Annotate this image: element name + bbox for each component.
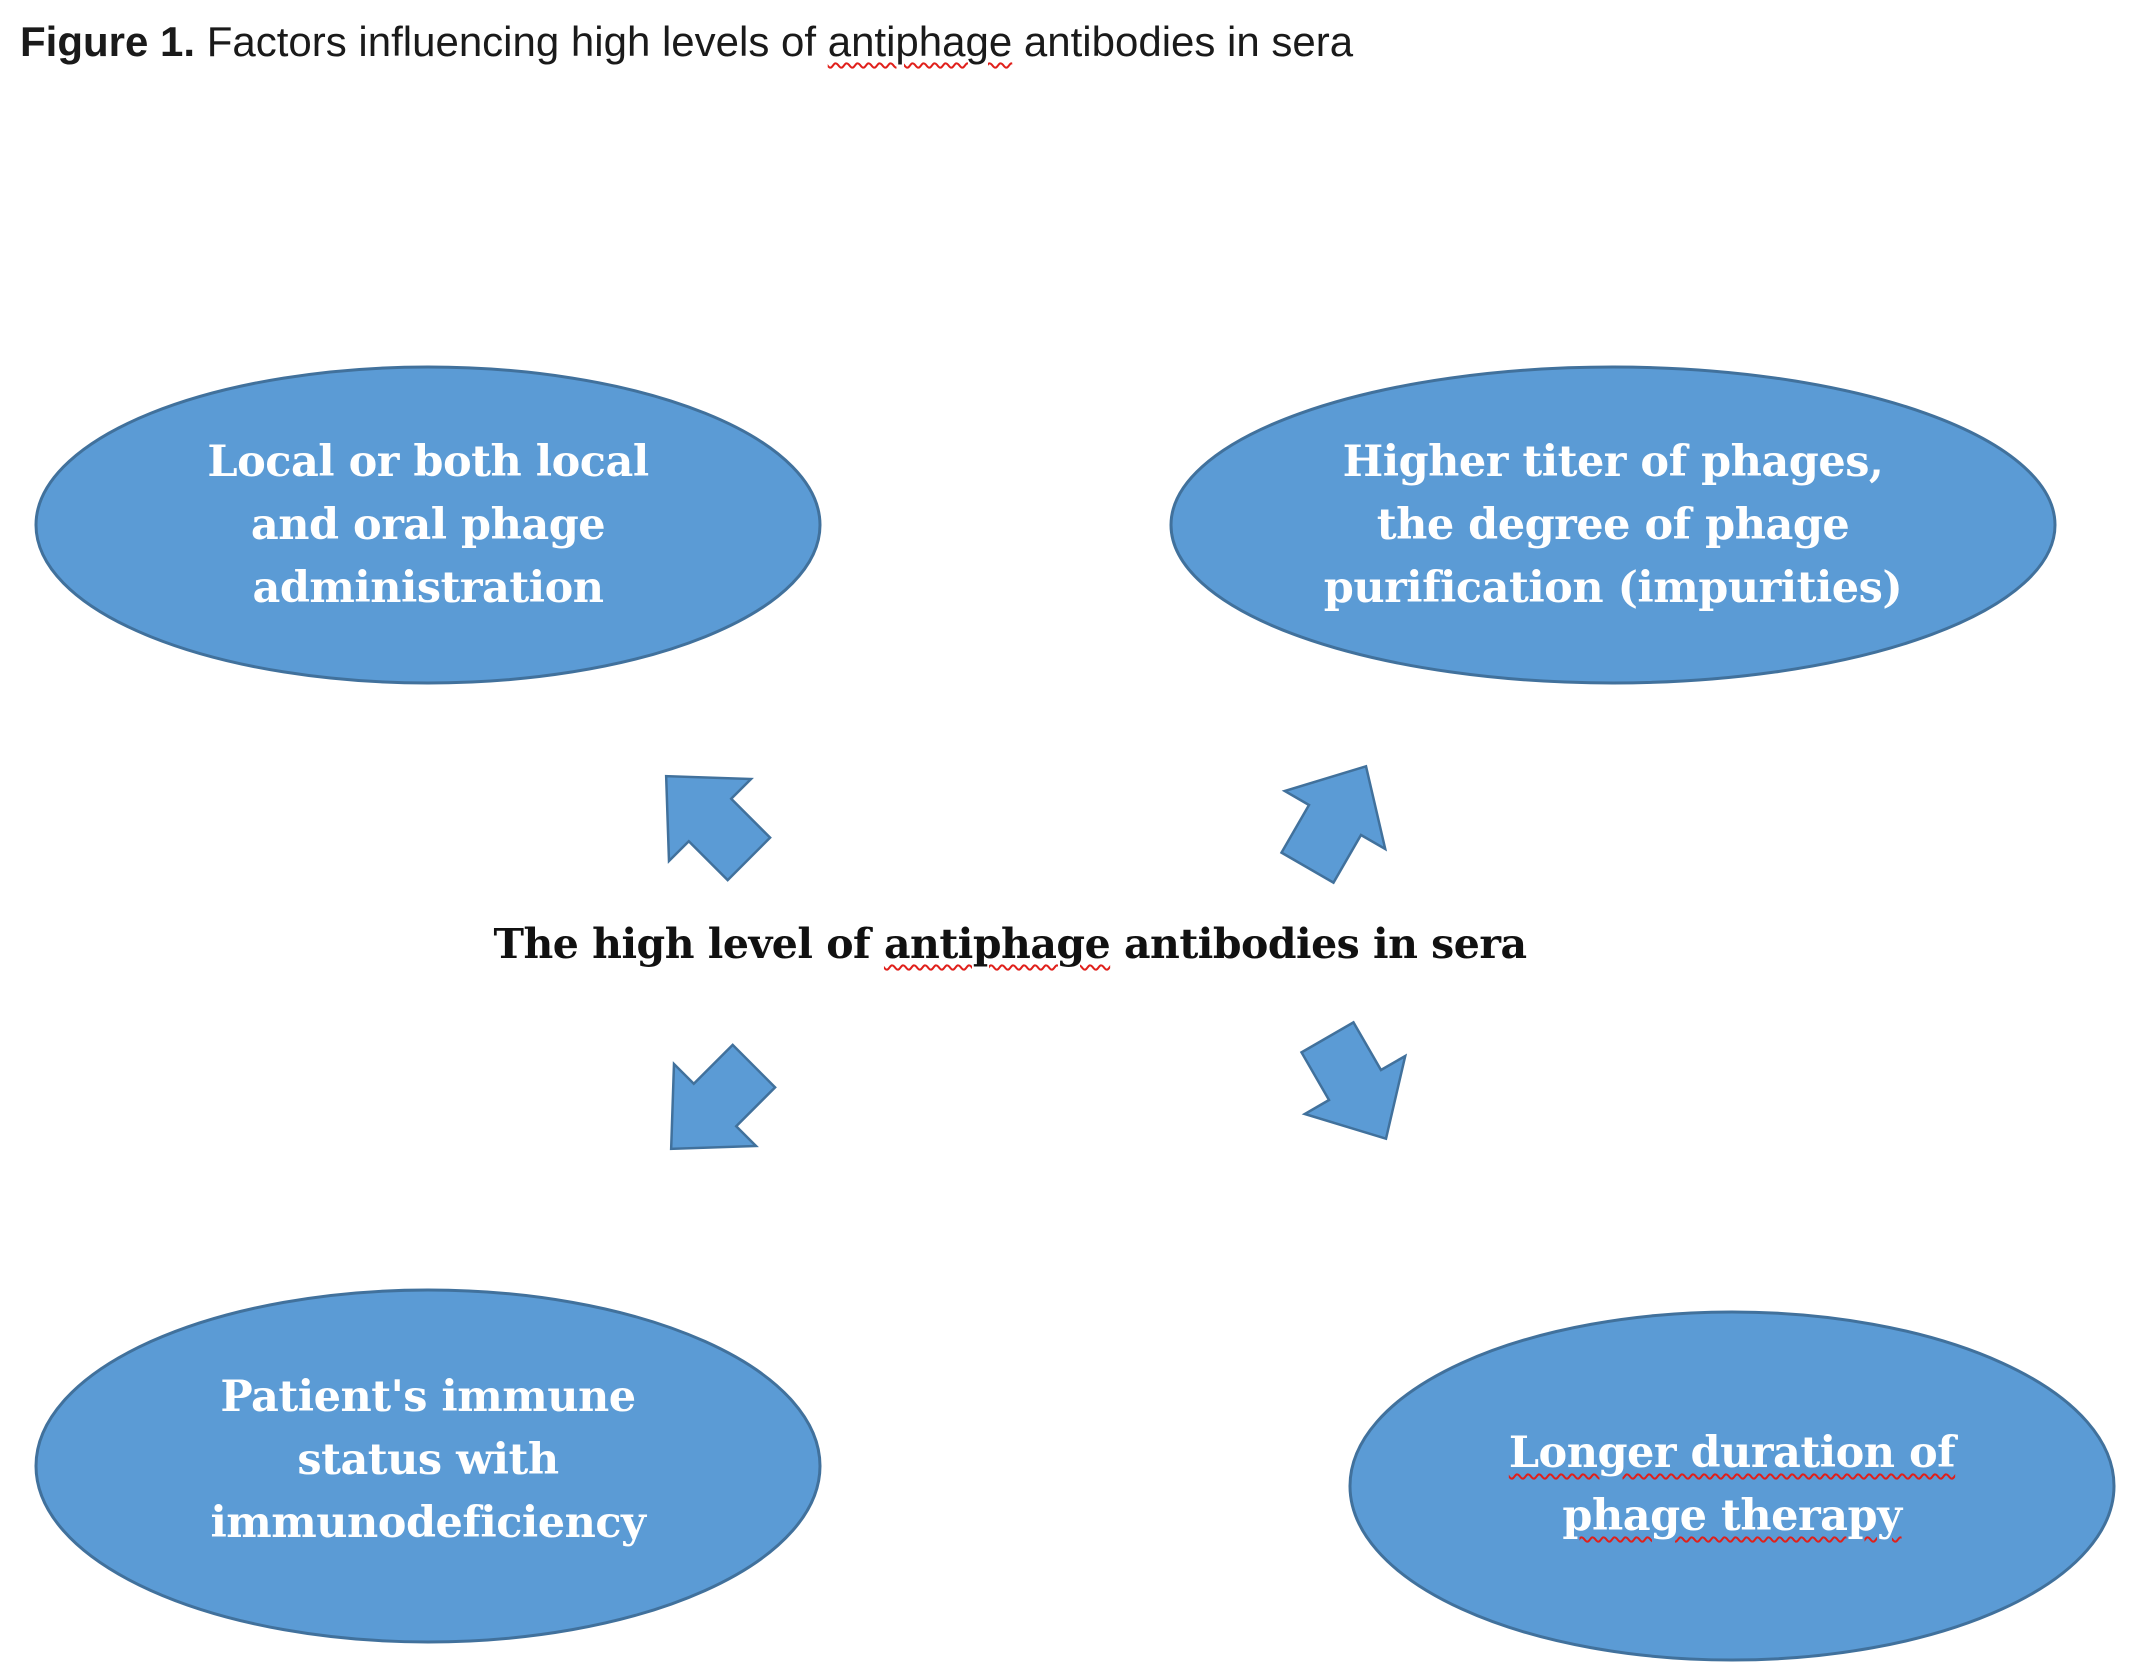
node-bottom-right-label-line2: phage therapy: [1562, 1491, 1902, 1541]
node-bottom-right: Longer duration of phage therapy: [1390, 1370, 2074, 1600]
figure-title-start: Factors influencing high levels of: [206, 18, 817, 65]
node-top-right-label: Higher titer of phages, the degree of ph…: [1323, 436, 1903, 613]
arrow-down-left-icon: [669, 1043, 777, 1151]
figure-caption: Figure 1. Factors influencing high level…: [20, 18, 1353, 66]
figure-title-flagged-word: antiphage: [827, 18, 1013, 65]
arrow-down-right-icon: [1299, 1020, 1408, 1141]
node-bottom-right-shape: [1348, 1310, 2116, 1662]
center-label: The high level of antiphage antibodies i…: [420, 920, 1600, 968]
center-label-flagged-word: antiphage: [883, 920, 1111, 968]
node-bottom-left-label: Patient's immune status with immunodefic…: [210, 1371, 646, 1548]
figure-label: Figure 1.: [20, 18, 196, 65]
arrow-up-left-icon: [664, 774, 772, 882]
node-top-left-label: Local or both local and oral phage admin…: [207, 436, 649, 613]
node-top-left-shape: [34, 365, 822, 685]
node-top-left: Local or both local and oral phage admin…: [60, 400, 796, 650]
center-label-end: antibodies in sera: [1123, 920, 1527, 968]
arrow-up-right-icon: [1279, 764, 1388, 885]
node-bottom-left-shape: [34, 1288, 822, 1644]
figure-title-end: antibodies in sera: [1023, 18, 1354, 65]
node-bottom-right-label-line1: Longer duration of: [1508, 1428, 1956, 1478]
node-bottom-left: Patient's immune status with immunodefic…: [60, 1330, 796, 1590]
node-top-right: Higher titer of phages, the degree of ph…: [1200, 400, 2026, 650]
center-label-start: The high level of: [493, 920, 871, 968]
node-top-right-shape: [1169, 365, 2057, 685]
